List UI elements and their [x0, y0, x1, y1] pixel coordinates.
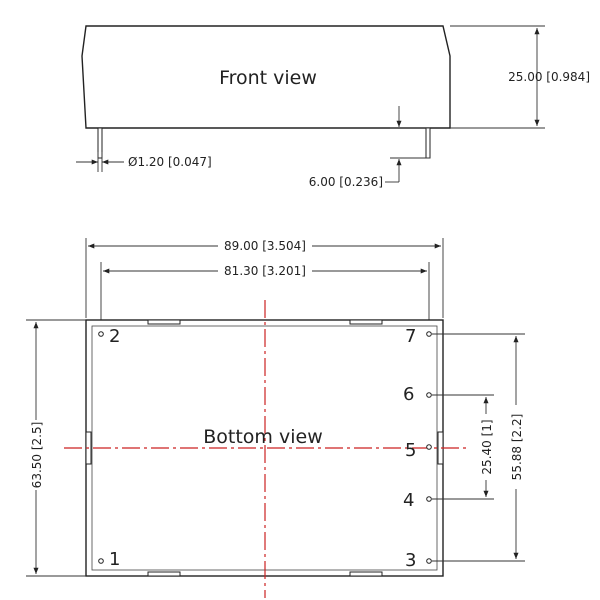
pin-label-1: 1 — [109, 549, 120, 570]
pin-hole-4 — [426, 496, 432, 502]
pin-row-dim-label: 55.88 [2.2] — [510, 414, 524, 481]
pin-hole-1 — [98, 558, 104, 564]
pin-span-dim-label: 81.30 [3.201] — [224, 264, 306, 278]
front-pin-right — [425, 127, 431, 159]
bottom-view-title: Bottom view — [203, 426, 322, 448]
pin-hole-3 — [426, 558, 432, 564]
pin-label-3: 3 — [405, 550, 416, 571]
pin-hole-5 — [426, 444, 432, 450]
pin-label-4: 4 — [403, 490, 414, 511]
front-pin-left — [97, 127, 103, 159]
standoff — [147, 319, 181, 325]
outer-width-dim-label: 89.00 [3.504] — [224, 239, 306, 253]
pin-hole-6 — [426, 392, 432, 398]
bottom-view: 89.00 [3.504] 81.30 [3.201] 1 2 3 4 5 6 — [26, 238, 525, 598]
pin-label-7: 7 — [405, 326, 416, 347]
standoff — [147, 571, 181, 577]
standoff — [349, 571, 383, 577]
front-view-title: Front view — [219, 67, 317, 89]
pin-label-6: 6 — [403, 384, 414, 405]
pin-hole-2 — [98, 331, 104, 337]
pin-pitch-dim-label: 25.40 [1] — [480, 419, 494, 474]
height-dim-label: 25.00 [0.984] — [508, 70, 590, 84]
pin-label-2: 2 — [109, 326, 120, 347]
front-view: Front view 25.00 [0.984] Ø1.20 [0.047] 6… — [76, 25, 590, 189]
outer-height-dim-label: 63.50 [2.5] — [30, 422, 44, 489]
pin-hole-7 — [426, 331, 432, 337]
standoff — [349, 319, 383, 325]
pin-label-5: 5 — [405, 440, 416, 461]
pin-diameter-dim-label: Ø1.20 [0.047] — [128, 155, 212, 169]
pin-length-dim-label: 6.00 [0.236] — [309, 175, 383, 189]
